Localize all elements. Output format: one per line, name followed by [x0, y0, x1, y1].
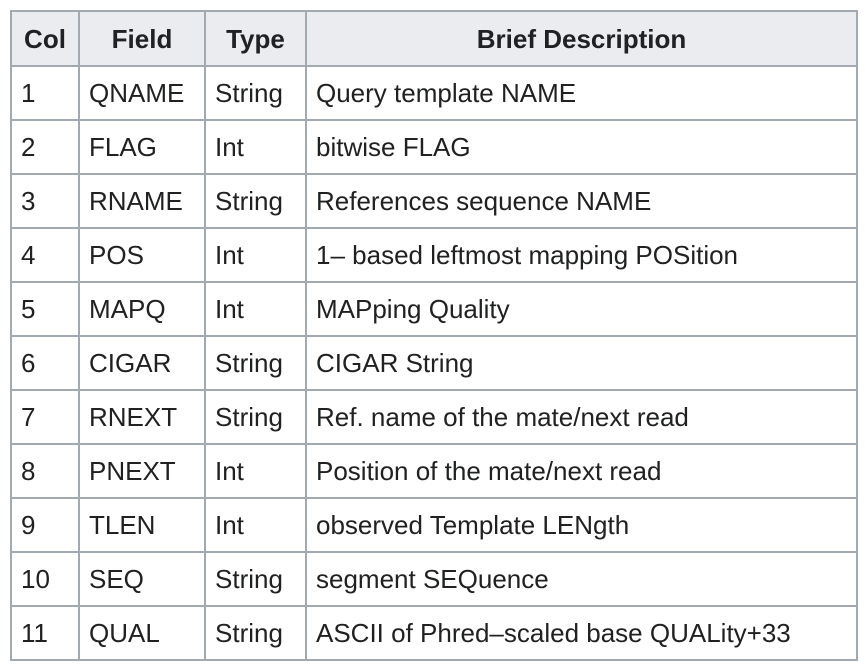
table-row: 6 CIGAR String CIGAR String — [10, 335, 858, 391]
cell-description: 1– based leftmost mapping POSition — [305, 227, 858, 283]
cell-type: Int — [204, 497, 307, 553]
cell-type: String — [204, 605, 307, 661]
table-row: 2 FLAG Int bitwise FLAG — [10, 119, 858, 175]
header-type: Type — [204, 10, 307, 67]
cell-description: bitwise FLAG — [305, 119, 858, 175]
table-row: 8 PNEXT Int Position of the mate/next re… — [10, 443, 858, 499]
cell-description: segment SEQuence — [305, 551, 858, 607]
table-body: 1 QNAME String Query template NAME 2 FLA… — [10, 65, 858, 661]
header-field: Field — [78, 10, 206, 67]
cell-description: CIGAR String — [305, 335, 858, 391]
table-row: 3 RNAME String References sequence NAME — [10, 173, 858, 229]
cell-field: TLEN — [78, 497, 206, 553]
header-brief-description: Brief Description — [305, 10, 858, 67]
table-header: Col Field Type Brief Description — [10, 10, 858, 67]
cell-col: 9 — [10, 497, 80, 553]
table-row: 1 QNAME String Query template NAME — [10, 65, 858, 121]
cell-type: Int — [204, 119, 307, 175]
table-row: 10 SEQ String segment SEQuence — [10, 551, 858, 607]
cell-type: String — [204, 335, 307, 391]
cell-field: FLAG — [78, 119, 206, 175]
cell-type: String — [204, 551, 307, 607]
header-col: Col — [10, 10, 80, 67]
cell-col: 5 — [10, 281, 80, 337]
cell-col: 10 — [10, 551, 80, 607]
cell-description: Query template NAME — [305, 65, 858, 121]
cell-col: 2 — [10, 119, 80, 175]
cell-description: Position of the mate/next read — [305, 443, 858, 499]
cell-type: String — [204, 389, 307, 445]
cell-col: 8 — [10, 443, 80, 499]
cell-type: Int — [204, 227, 307, 283]
table-row: 5 MAPQ Int MAPping Quality — [10, 281, 858, 337]
cell-col: 6 — [10, 335, 80, 391]
header-row: Col Field Type Brief Description — [10, 10, 858, 67]
cell-field: RNEXT — [78, 389, 206, 445]
table-row: 4 POS Int 1– based leftmost mapping POSi… — [10, 227, 858, 283]
cell-field: PNEXT — [78, 443, 206, 499]
cell-field: QNAME — [78, 65, 206, 121]
cell-description: observed Template LENgth — [305, 497, 858, 553]
cell-col: 11 — [10, 605, 80, 661]
cell-description: References sequence NAME — [305, 173, 858, 229]
cell-field: MAPQ — [78, 281, 206, 337]
cell-field: RNAME — [78, 173, 206, 229]
table-row: 11 QUAL String ASCII of Phred–scaled bas… — [10, 605, 858, 661]
cell-col: 4 — [10, 227, 80, 283]
cell-description: MAPping Quality — [305, 281, 858, 337]
cell-col: 7 — [10, 389, 80, 445]
cell-description: Ref. name of the mate/next read — [305, 389, 858, 445]
cell-type: Int — [204, 443, 307, 499]
cell-field: SEQ — [78, 551, 206, 607]
cell-field: QUAL — [78, 605, 206, 661]
cell-col: 3 — [10, 173, 80, 229]
table-row: 9 TLEN Int observed Template LENgth — [10, 497, 858, 553]
cell-type: Int — [204, 281, 307, 337]
table-row: 7 RNEXT String Ref. name of the mate/nex… — [10, 389, 858, 445]
cell-description: ASCII of Phred–scaled base QUALity+33 — [305, 605, 858, 661]
cell-field: CIGAR — [78, 335, 206, 391]
cell-type: String — [204, 173, 307, 229]
cell-col: 1 — [10, 65, 80, 121]
sam-fields-table: Col Field Type Brief Description 1 QNAME… — [10, 10, 858, 661]
cell-type: String — [204, 65, 307, 121]
sam-fields-table-container: Col Field Type Brief Description 1 QNAME… — [10, 10, 858, 661]
cell-field: POS — [78, 227, 206, 283]
